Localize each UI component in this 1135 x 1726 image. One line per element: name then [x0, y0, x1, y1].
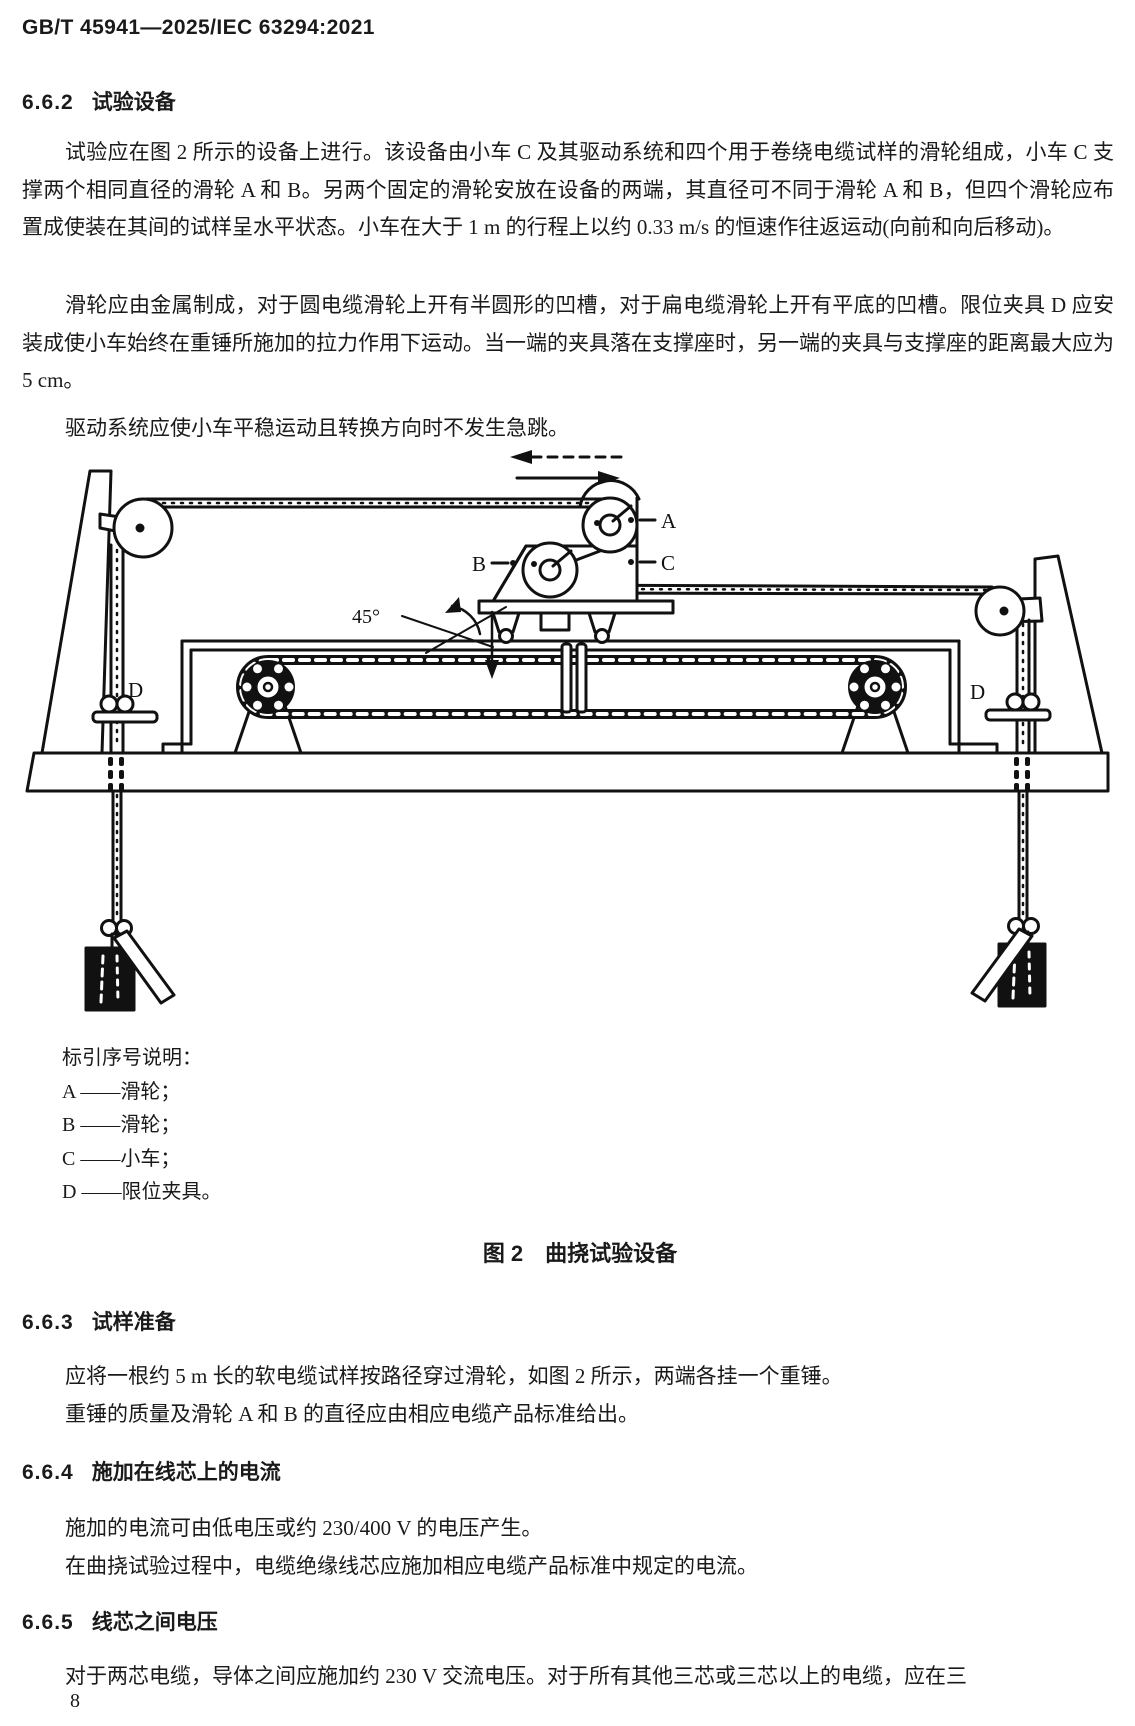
table-pass-through-left: [108, 757, 124, 791]
figure-caption: 图 2 曲挠试验设备: [482, 1241, 678, 1266]
label-clamp-d-right: D: [970, 680, 985, 704]
sprocket-left: [241, 660, 295, 714]
paragraph: 驱动系统应使小车平稳运动且转换方向时不发生急跳。: [65, 416, 569, 440]
weight-hook-arm: [970, 927, 1034, 1003]
label-cart-c: C: [661, 551, 675, 575]
page-number: 8: [70, 1690, 80, 1712]
weight-hook-arm: [112, 929, 176, 1005]
legend-item: B ——滑轮；: [62, 1114, 181, 1136]
section-heading-664: 6.6.4 施加在线芯上的电流: [22, 1456, 281, 1486]
legend-title: 标引序号说明：: [62, 1047, 202, 1069]
paragraph: 施加的电流可由低电压或约 230/400 V 的电压产生。: [65, 1516, 543, 1540]
cart-roller-left: [491, 611, 521, 644]
section-heading-662: 6.6.2 试验设备: [22, 86, 176, 116]
cart-platform: [477, 599, 675, 615]
paragraph: 重锤的质量及滑轮 A 和 B 的直径应由相应电缆产品标准给出。: [65, 1402, 640, 1426]
limit-clamp-left: [91, 694, 159, 724]
part-labels: A C B D D: [128, 509, 985, 704]
fixed-pulley-left: [112, 497, 174, 559]
section-title: 试验设备: [91, 91, 176, 114]
fixed-pulley-right: [974, 585, 1026, 637]
paragraph: 滑轮应由金属制成，对于圆电缆滑轮上开有半圆形的凹槽，对于扁电缆滑轮上开有平底的凹…: [22, 293, 1114, 392]
flexing-test-apparatus-diagram: 45° A C B D D: [25, 450, 1110, 1012]
section-title: 施加在线芯上的电流: [91, 1461, 281, 1484]
angle-annotation: 45°: [352, 597, 507, 679]
cart: [477, 479, 675, 644]
legend-item: A ——滑轮；: [62, 1080, 181, 1103]
weight-right: [970, 917, 1047, 1008]
section-number: 6.6.2: [22, 91, 74, 114]
right-support: [996, 554, 1104, 755]
sprocket-right: [848, 660, 902, 714]
base-table: [25, 751, 1110, 793]
table-pass-through-right: [1014, 757, 1030, 791]
paragraph: 应将一根约 5 m 长的软电缆试样按路径穿过滑轮，如图 2 所示，两端各挂一个重…: [65, 1364, 843, 1388]
section-title: 线芯之间电压: [91, 1611, 218, 1634]
label-pulley-b: B: [472, 552, 486, 576]
legend-item: D ——限位夹具。: [62, 1181, 222, 1203]
legend-item: C ——小车；: [62, 1147, 181, 1170]
cable-right-drop: [1015, 618, 1031, 922]
paragraph: 对于两芯电缆，导体之间应施加约 230 V 交流电压。对于所有其他三芯或三芯以上…: [65, 1664, 968, 1688]
pulley-b: [521, 541, 579, 599]
standard-header: GB/T 45941—2025/IEC 63294:2021: [22, 16, 375, 39]
chain-drive: [233, 642, 910, 755]
paragraph: 试验应在图 2 所示的设备上进行。该设备由小车 C 及其驱动系统和四个用于卷绕电…: [22, 140, 1114, 239]
figure-legend: 标引序号说明： A ——滑轮； B ——滑轮； C ——小车； D ——限位夹具…: [62, 1042, 221, 1210]
label-pulley-a: A: [661, 509, 677, 533]
section-number: 6.6.5: [22, 1611, 74, 1634]
angle-label: 45°: [352, 606, 380, 628]
limit-clamp-right: [984, 692, 1052, 722]
section-heading-665: 6.6.5 线芯之间电压: [22, 1606, 218, 1636]
label-clamp-d-left: D: [128, 678, 143, 702]
section-heading-663: 6.6.3 试样准备: [22, 1306, 176, 1336]
paragraph: 在曲挠试验过程中，电缆绝缘线芯应施加相应电缆产品标准中规定的电流。: [65, 1554, 758, 1578]
cart-roller-right: [587, 611, 617, 644]
cable-top-run: [145, 497, 614, 509]
cart-drive-pin: [560, 642, 573, 714]
section-number: 6.6.4: [22, 1461, 74, 1484]
section-title: 试样准备: [91, 1311, 176, 1334]
section-number: 6.6.3: [22, 1311, 74, 1334]
cable-left-drop: [109, 543, 125, 924]
pulley-a: [581, 496, 639, 554]
weight-left: [84, 919, 176, 1012]
